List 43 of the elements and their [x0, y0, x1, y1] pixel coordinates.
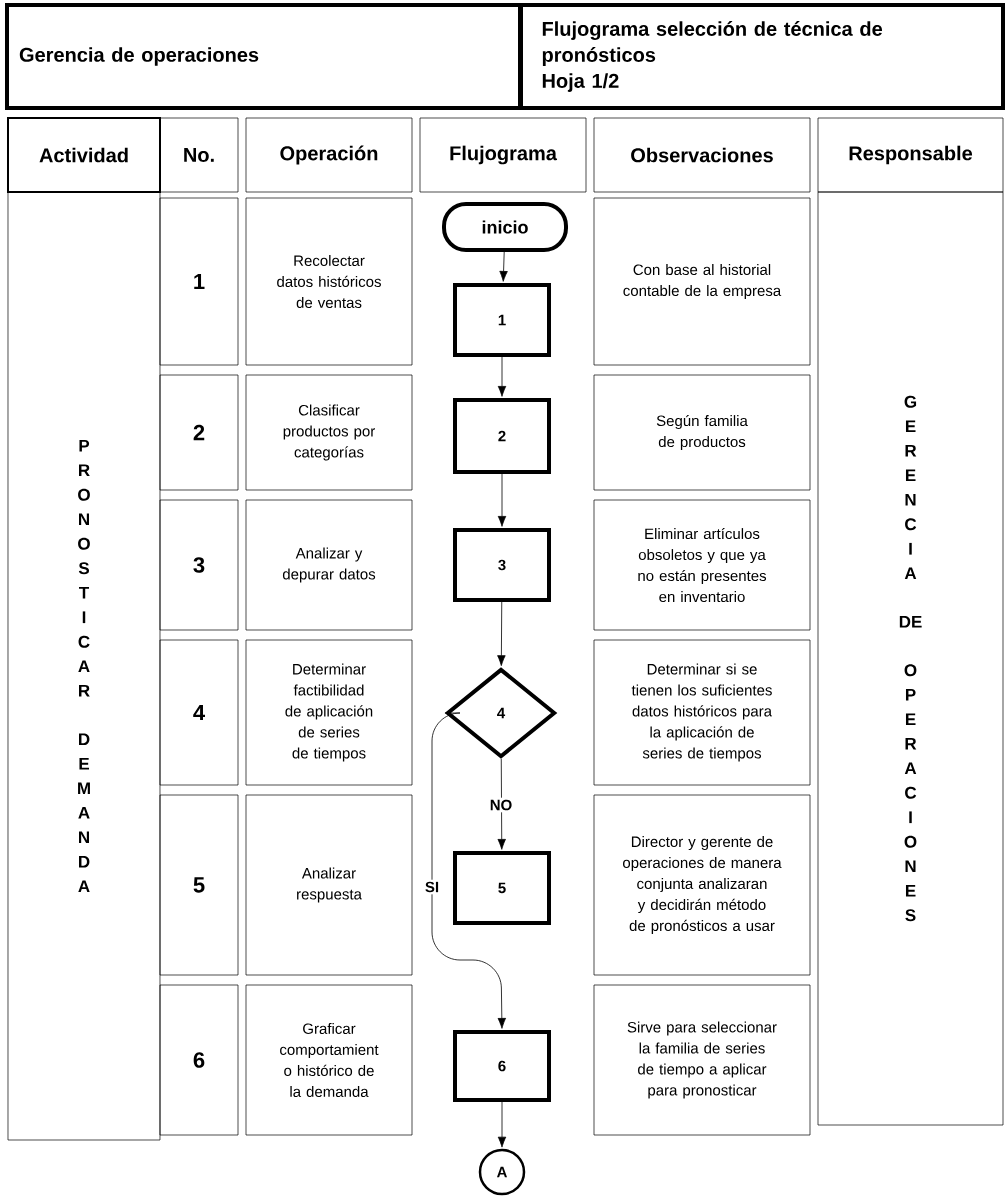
- process-box: 6: [453, 1030, 551, 1102]
- operation-cell: Determinar factibilidad de aplicación de series de tiempos: [245, 639, 413, 786]
- number-cell: 6: [159, 984, 239, 1136]
- column-header: Observaciones: [593, 117, 811, 193]
- column-header: Actividad: [7, 117, 161, 193]
- observation-cell: Con base al historial contable de la empresa: [593, 197, 811, 366]
- number-cell: 4: [159, 639, 239, 786]
- operation-cell: Graficar comportamient o histórico de la demanda: [245, 984, 413, 1136]
- process-box: 2: [453, 398, 551, 474]
- header-box: Gerencia de operaciones: [5, 3, 523, 110]
- arrow: [497, 601, 506, 666]
- operation-cell: Analizar y depurar datos: [245, 499, 413, 631]
- operation-cell: Recolectar datos históricos de ventas: [245, 197, 413, 366]
- start-terminal: inicio: [442, 202, 568, 252]
- process-box: 3: [453, 528, 551, 602]
- column-header: Operación: [245, 117, 413, 193]
- arrow: [497, 356, 507, 397]
- operation-cell: Clasificar productos por categorías: [245, 374, 413, 491]
- observation-cell: Sirve para seleccionar la familia de series de tiempo a aplicar para pronosticar: [593, 984, 811, 1136]
- header-box: Flujograma selección de técnica de pronósticos Hoja 1/2: [518, 3, 1005, 110]
- column-header: Flujograma: [419, 117, 587, 193]
- arrow: [499, 251, 508, 282]
- arrow: [497, 473, 507, 527]
- observation-cell: Determinar si se tienen los suficientes datos históricos para la aplicación de series de tiempos: [593, 639, 811, 786]
- observation-cell: Según familia de productos: [593, 374, 811, 491]
- activity-cell: P R O N O S T I C A R D E M A N D A: [7, 191, 161, 1141]
- arrow: [431, 712, 507, 1029]
- operation-cell: Analizar respuesta: [245, 794, 413, 976]
- column-header: No.: [159, 117, 239, 193]
- arrow: [497, 1101, 507, 1148]
- observation-cell: Eliminar artículos obsoletos y que ya no están presentes en inventario: [593, 499, 811, 631]
- edge-label: SI: [422, 879, 442, 895]
- number-cell: 1: [159, 197, 239, 366]
- number-cell: 2: [159, 374, 239, 491]
- arrow: [497, 758, 506, 850]
- number-cell: 3: [159, 499, 239, 631]
- edge-label: NO: [487, 797, 515, 813]
- number-cell: 5: [159, 794, 239, 976]
- process-box: 1: [453, 283, 551, 357]
- observation-cell: Director y gerente de operaciones de manera conjunta analizaran y decidirán método de pronósticos a usar: [593, 794, 811, 976]
- process-box: 5: [453, 851, 551, 925]
- column-header: Responsable: [817, 117, 1004, 193]
- responsible-cell: G E R E N C I A DE O P E R A C I O N E S: [817, 191, 1004, 1126]
